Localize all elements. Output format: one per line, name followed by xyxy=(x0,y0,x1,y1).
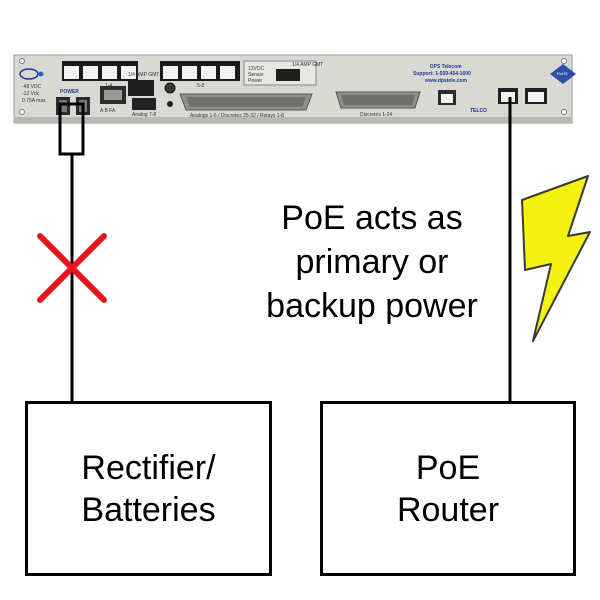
left-mount-screw xyxy=(19,58,25,64)
poe-router-box: PoE Router xyxy=(320,401,576,576)
power-label: POWER xyxy=(60,89,79,95)
svg-text:-12 Vdc: -12 Vdc xyxy=(22,91,40,97)
ethernet-port-bank-1 xyxy=(62,61,138,81)
rectifier-batteries-label: Rectifier/ Batteries xyxy=(81,448,216,529)
poe-caption: PoE acts as primary or backup power xyxy=(266,199,478,325)
left-mount-screw-2 xyxy=(19,109,25,115)
svg-text:RoHS: RoHS xyxy=(557,71,568,76)
rohs-badge-icon: RoHS xyxy=(550,64,576,84)
voltage-label: -48 VDC xyxy=(22,84,42,90)
svg-text:A B FA: A B FA xyxy=(100,108,116,114)
svg-text:5-8: 5-8 xyxy=(197,83,204,89)
sensor-power-label: 12VDC xyxy=(248,66,265,72)
right-mount-screw-2 xyxy=(561,109,567,115)
red-x-icon xyxy=(37,233,107,303)
svg-text:Power: Power xyxy=(248,78,263,84)
svg-text:Sensor: Sensor xyxy=(248,72,264,78)
alarm-port-label: Analogs 1-6 / Discretes 25-32 / Relays 1… xyxy=(190,113,284,119)
telco-label: TELCO xyxy=(470,108,487,114)
lightning-bolt-icon xyxy=(521,175,591,342)
sensor-power-connector xyxy=(276,69,300,81)
svg-text:1/4 AMP GMT: 1/4 AMP GMT xyxy=(292,62,323,68)
status-led xyxy=(164,82,176,94)
discretes-db-connector xyxy=(335,91,421,109)
dps-logo-icon xyxy=(19,68,44,80)
svg-text:0.75A max: 0.75A max xyxy=(22,98,46,104)
alarm-db-connector-1 xyxy=(179,93,313,111)
right-mount-screw xyxy=(561,58,567,64)
poe-router-label: PoE Router xyxy=(396,448,500,529)
svg-text:1/4 AMP GMT: 1/4 AMP GMT xyxy=(128,72,159,78)
ethernet-port-bank-2 xyxy=(160,61,240,81)
support-line: Support: 1-559-454-1600 xyxy=(413,71,471,77)
rtu-device: -48 VDC -12 Vdc 0.75A max 1-4 POWER A B … xyxy=(13,54,576,124)
website: www.dpstele.com xyxy=(424,78,468,84)
fuse-holder xyxy=(128,80,154,96)
discretes-label: Discretes 1-24 xyxy=(360,112,392,118)
analog-terminal xyxy=(132,98,156,110)
rectifier-batteries-box: Rectifier/ Batteries xyxy=(25,401,272,576)
brand-name: DPS Telecom xyxy=(430,64,462,70)
svg-text:Analog 7-8: Analog 7-8 xyxy=(132,112,156,118)
